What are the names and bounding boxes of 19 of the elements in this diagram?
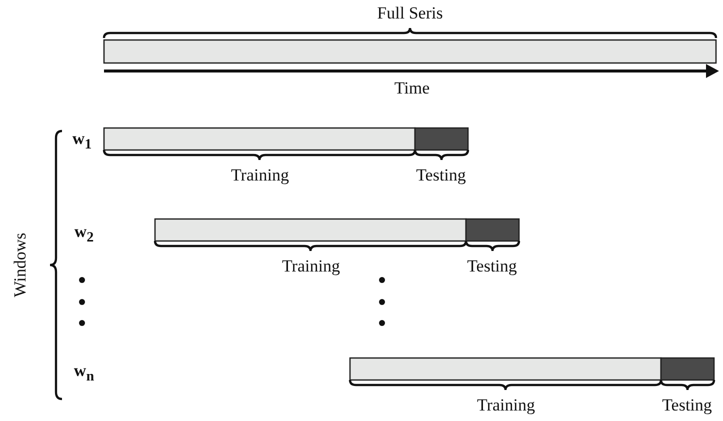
axis-label: Time <box>394 80 430 96</box>
training-segment <box>154 218 467 242</box>
group-label: Windows <box>12 232 28 298</box>
window-label: w$_{n}$ <box>74 362 94 384</box>
full-series-bar <box>103 39 717 64</box>
segment-label: Training <box>231 166 289 184</box>
testing-segment <box>465 218 520 242</box>
window-label: w$_{2}$ <box>74 223 94 245</box>
training-segment <box>103 127 416 151</box>
training-segment <box>349 357 662 381</box>
series-title: Full Seris <box>377 4 443 22</box>
segment-label: Training <box>477 396 535 414</box>
window-label: w$_{1}$ <box>72 130 92 152</box>
segment-label: Training <box>282 258 340 274</box>
segment-label: Testing <box>467 258 517 274</box>
testing-segment <box>414 127 469 151</box>
testing-segment <box>660 357 715 381</box>
segment-label: Testing <box>662 396 712 414</box>
segment-label: Testing <box>416 166 466 184</box>
